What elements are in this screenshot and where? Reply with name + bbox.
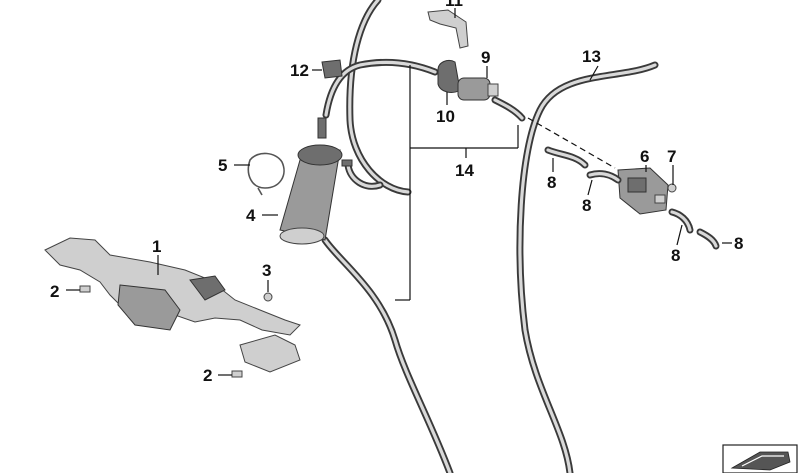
hose-piece-8d — [696, 228, 720, 250]
callout-8c: 8 — [671, 246, 680, 265]
clip-12 — [321, 59, 343, 79]
callout-12: 12 — [290, 61, 309, 80]
screw-3 — [263, 292, 273, 302]
callout-6: 6 — [640, 147, 649, 166]
callout-2b: 2 — [203, 366, 212, 385]
hose-lower-left — [321, 236, 454, 473]
callout-13: 13 — [582, 47, 601, 66]
hose-piece-8b — [586, 170, 622, 184]
callout-7: 7 — [667, 147, 676, 166]
callout-11: 11 — [445, 0, 463, 10]
heat-shield — [44, 237, 301, 373]
screw-2b — [231, 370, 243, 378]
valve-9-10 — [437, 59, 499, 101]
callout-9: 9 — [481, 48, 490, 67]
callout-8d: 8 — [734, 234, 743, 253]
bracket-11 — [427, 9, 469, 49]
callout-3: 3 — [262, 261, 271, 280]
callout-14: 14 — [455, 161, 474, 180]
callout-2a: 2 — [50, 282, 59, 301]
screw-7 — [667, 183, 677, 193]
hose-canister-top — [322, 58, 439, 119]
callout-8a: 8 — [547, 173, 556, 192]
screw-2a — [79, 285, 91, 293]
callout-1: 1 — [152, 237, 161, 256]
hose-left-long — [346, 0, 412, 196]
callout-10: 10 — [436, 107, 455, 126]
hose-to-valve — [491, 96, 526, 122]
leader-lines — [66, 8, 732, 376]
hose-piece-8c — [668, 208, 694, 234]
valve-block-6 — [617, 167, 669, 215]
callout-4: 4 — [246, 206, 256, 225]
hose-piece-8a — [544, 146, 589, 169]
hose-canister-loop — [344, 161, 384, 190]
hose-13 — [516, 61, 659, 473]
clamp-ring — [247, 152, 285, 196]
callout-8b: 8 — [582, 196, 591, 215]
car-interior-icon — [722, 444, 798, 473]
canister — [279, 117, 353, 245]
callout-5: 5 — [218, 156, 227, 175]
